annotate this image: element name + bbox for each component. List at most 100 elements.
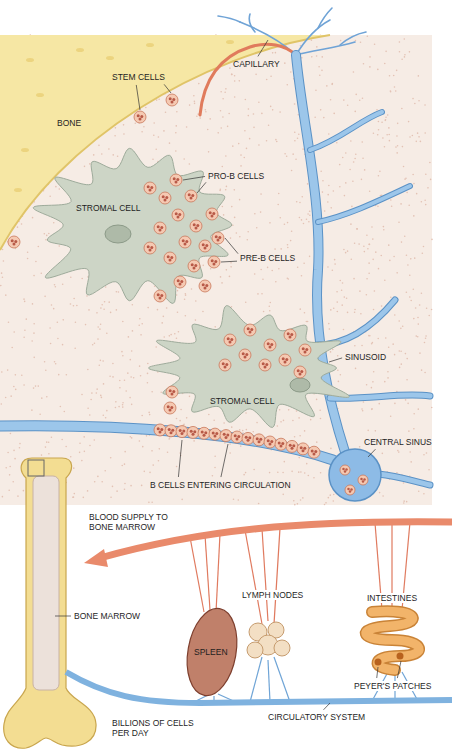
marrow-speckle [2, 276, 4, 278]
marrow-speckle [330, 207, 332, 209]
cell-nucleus [178, 213, 181, 216]
marrow-speckle [105, 286, 107, 288]
marrow-speckle [398, 350, 400, 352]
marrow-speckle [409, 136, 411, 138]
marrow-speckle [11, 347, 13, 349]
cell-nucleus [363, 478, 366, 481]
lymph-node [247, 642, 263, 658]
marrow-speckle [161, 322, 163, 324]
cell-body [299, 344, 311, 356]
marrow-speckle [378, 175, 380, 177]
marrow-speckle [226, 186, 228, 188]
marrow-speckle [165, 111, 167, 113]
marrow-speckle [125, 390, 127, 392]
cell-nucleus [195, 226, 198, 229]
marrow-speckle [116, 291, 118, 293]
marrow-speckle [272, 52, 274, 54]
cell-nucleus [214, 435, 217, 438]
marrow-speckle [178, 331, 180, 333]
marrow-speckle [377, 338, 379, 340]
marrow-speckle [13, 386, 15, 388]
marrow-speckle [0, 285, 2, 287]
cell-body [172, 209, 184, 221]
marrow-speckle [278, 193, 280, 195]
marrow-speckle [416, 193, 418, 195]
marrow-speckle [406, 501, 408, 503]
cell-nucleus [203, 434, 206, 437]
marrow-speckle [254, 213, 256, 215]
cell-body [219, 359, 231, 371]
marrow-speckle [362, 97, 364, 99]
marrow-speckle [87, 407, 89, 409]
cell [144, 182, 156, 194]
marrow-speckle [316, 441, 318, 443]
marrow-speckle [277, 471, 279, 473]
marrow-speckle [368, 243, 370, 245]
cell-nucleus [14, 240, 17, 243]
leader-line [225, 238, 238, 254]
marrow-speckle [101, 397, 103, 399]
marrow-speckle [24, 301, 26, 303]
cell-nucleus [202, 243, 205, 246]
cell [164, 252, 176, 264]
cell-body [154, 222, 166, 234]
cell-body [279, 354, 291, 366]
marrow-speckle [423, 454, 425, 456]
marrow-speckle [315, 89, 317, 91]
marrow-speckle [160, 391, 162, 393]
cell-nucleus [159, 296, 162, 299]
marrow-speckle [355, 368, 357, 370]
marrow-speckle [393, 256, 395, 258]
marrow-speckle [417, 317, 419, 319]
leader-line [324, 703, 330, 710]
marrow-speckle [15, 389, 17, 391]
marrow-speckle [353, 161, 355, 163]
marrow-speckle [242, 430, 244, 432]
marrow-speckle [378, 403, 380, 405]
marrow-speckle [401, 58, 403, 60]
marrow-speckle [151, 450, 153, 452]
marrow-speckle [369, 66, 371, 68]
cell-body [275, 438, 287, 450]
marrow-speckle [394, 314, 396, 316]
marrow-speckle [415, 335, 417, 337]
marrow-speckle [407, 264, 409, 266]
cell-nucleus [234, 434, 237, 437]
marrow-speckle [12, 481, 14, 483]
marrow-speckle [145, 107, 147, 109]
marrow-speckle [384, 120, 386, 122]
cell-nucleus [302, 449, 305, 452]
cell-body [187, 426, 199, 438]
marrow-speckle [296, 410, 298, 412]
marrow-speckle [382, 453, 384, 455]
marrow-speckle [191, 288, 193, 290]
cell-body [358, 475, 368, 485]
marrow-speckle [88, 309, 90, 311]
spleen [181, 605, 244, 700]
marrow-speckle [388, 134, 390, 136]
marrow-speckle [354, 242, 356, 244]
marrow-speckle [350, 223, 352, 225]
marrow-speckle [267, 267, 269, 269]
cell-nucleus [170, 406, 173, 409]
marrow-speckle [316, 46, 318, 48]
marrow-speckle [243, 157, 245, 159]
marrow-speckle [356, 228, 358, 230]
marrow-speckle [406, 358, 408, 360]
marrow-speckle [253, 113, 255, 115]
marrow-speckle [72, 496, 74, 498]
lymph-node [274, 640, 290, 656]
marrow-speckle [118, 406, 120, 408]
marrow-speckle [297, 503, 299, 505]
marrow-speckle [184, 298, 186, 300]
marrow-speckle [394, 86, 396, 88]
marrow-speckle [74, 348, 76, 350]
marrow-speckle [347, 104, 349, 106]
marrow-speckle [325, 502, 327, 504]
marrow-speckle [377, 134, 379, 136]
cell [159, 192, 171, 204]
marrow-speckle [389, 140, 391, 142]
marrow-speckle [116, 309, 118, 311]
cell-nucleus [179, 429, 182, 432]
marrow-speckle [229, 443, 231, 445]
